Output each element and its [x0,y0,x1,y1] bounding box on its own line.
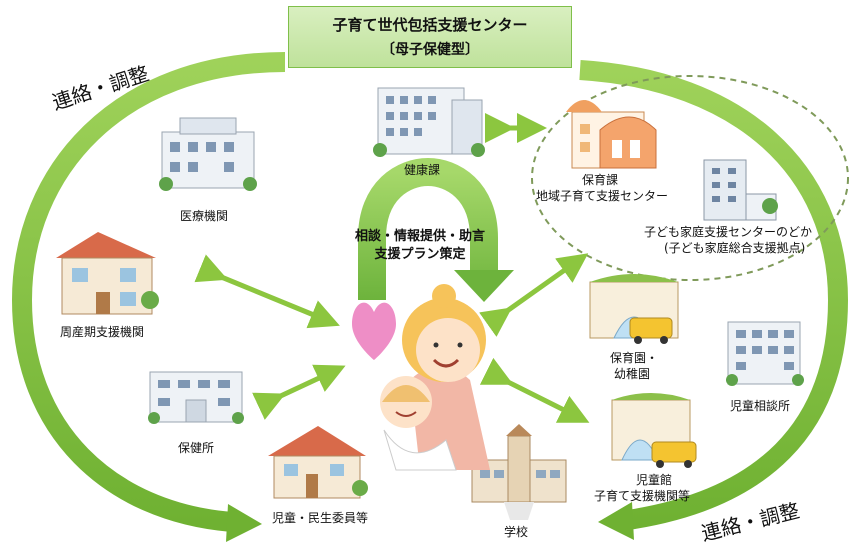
school-building-icon [471,424,567,520]
mother-and-baby-illustration [352,284,490,471]
perinatal-house-icon [56,232,159,315]
label-children-hall-2: 子育て支援機関等 [594,489,691,503]
label-health-dept: 健康課 [404,163,441,177]
children-hall-building-icon [611,393,697,468]
label-welfare-commissioner: 児童・民生委員等 [272,511,369,525]
medical-building-icon [159,117,257,191]
label-childcare-dept: 保育課 [582,173,619,187]
welfare-commissioner-house-icon [268,426,368,499]
child-consultation-building-icon [726,321,804,386]
label-perinatal: 周産期支援機関 [60,325,145,339]
center-text: 相談・情報提供・助言 支援プラン策定 [318,228,522,264]
link-arrows [194,113,590,423]
childcare-group-ellipse [531,75,849,281]
title-line2: 〔母子保健型〕 [381,42,479,58]
label-nursery-2: 幼稚園 [614,367,651,381]
title-line1: 子育て世代包括支援センター [332,16,528,34]
right-cycle-arrow [579,60,849,540]
label-health-center: 保健所 [178,441,215,455]
label-medical: 医療機関 [180,209,229,223]
nursery-building-icon [589,274,679,344]
label-regional-center: 地域子育て支援センター [536,189,669,203]
center-line2: 支援プラン策定 [374,247,466,262]
childcare-dept-building-icon [566,100,657,169]
health-dept-building-icon [373,87,485,157]
health-center-building-icon [148,371,244,424]
title-box: 子育て世代包括支援センター 〔母子保健型〕 [288,6,572,68]
left-cycle-arrow [11,52,286,542]
label-family-center-2: (子ども家庭総合支援拠点) [664,241,806,255]
family-support-center-building-icon [703,159,778,221]
label-child-consult: 児童相談所 [730,399,791,413]
label-children-hall-1: 児童館 [636,473,673,487]
center-line1: 相談・情報提供・助言 [354,229,485,244]
label-nursery-1: 保育園・ [610,351,659,365]
label-school: 学校 [504,525,529,539]
label-family-center-1: 子ども家庭支援センターのどか [644,225,813,239]
